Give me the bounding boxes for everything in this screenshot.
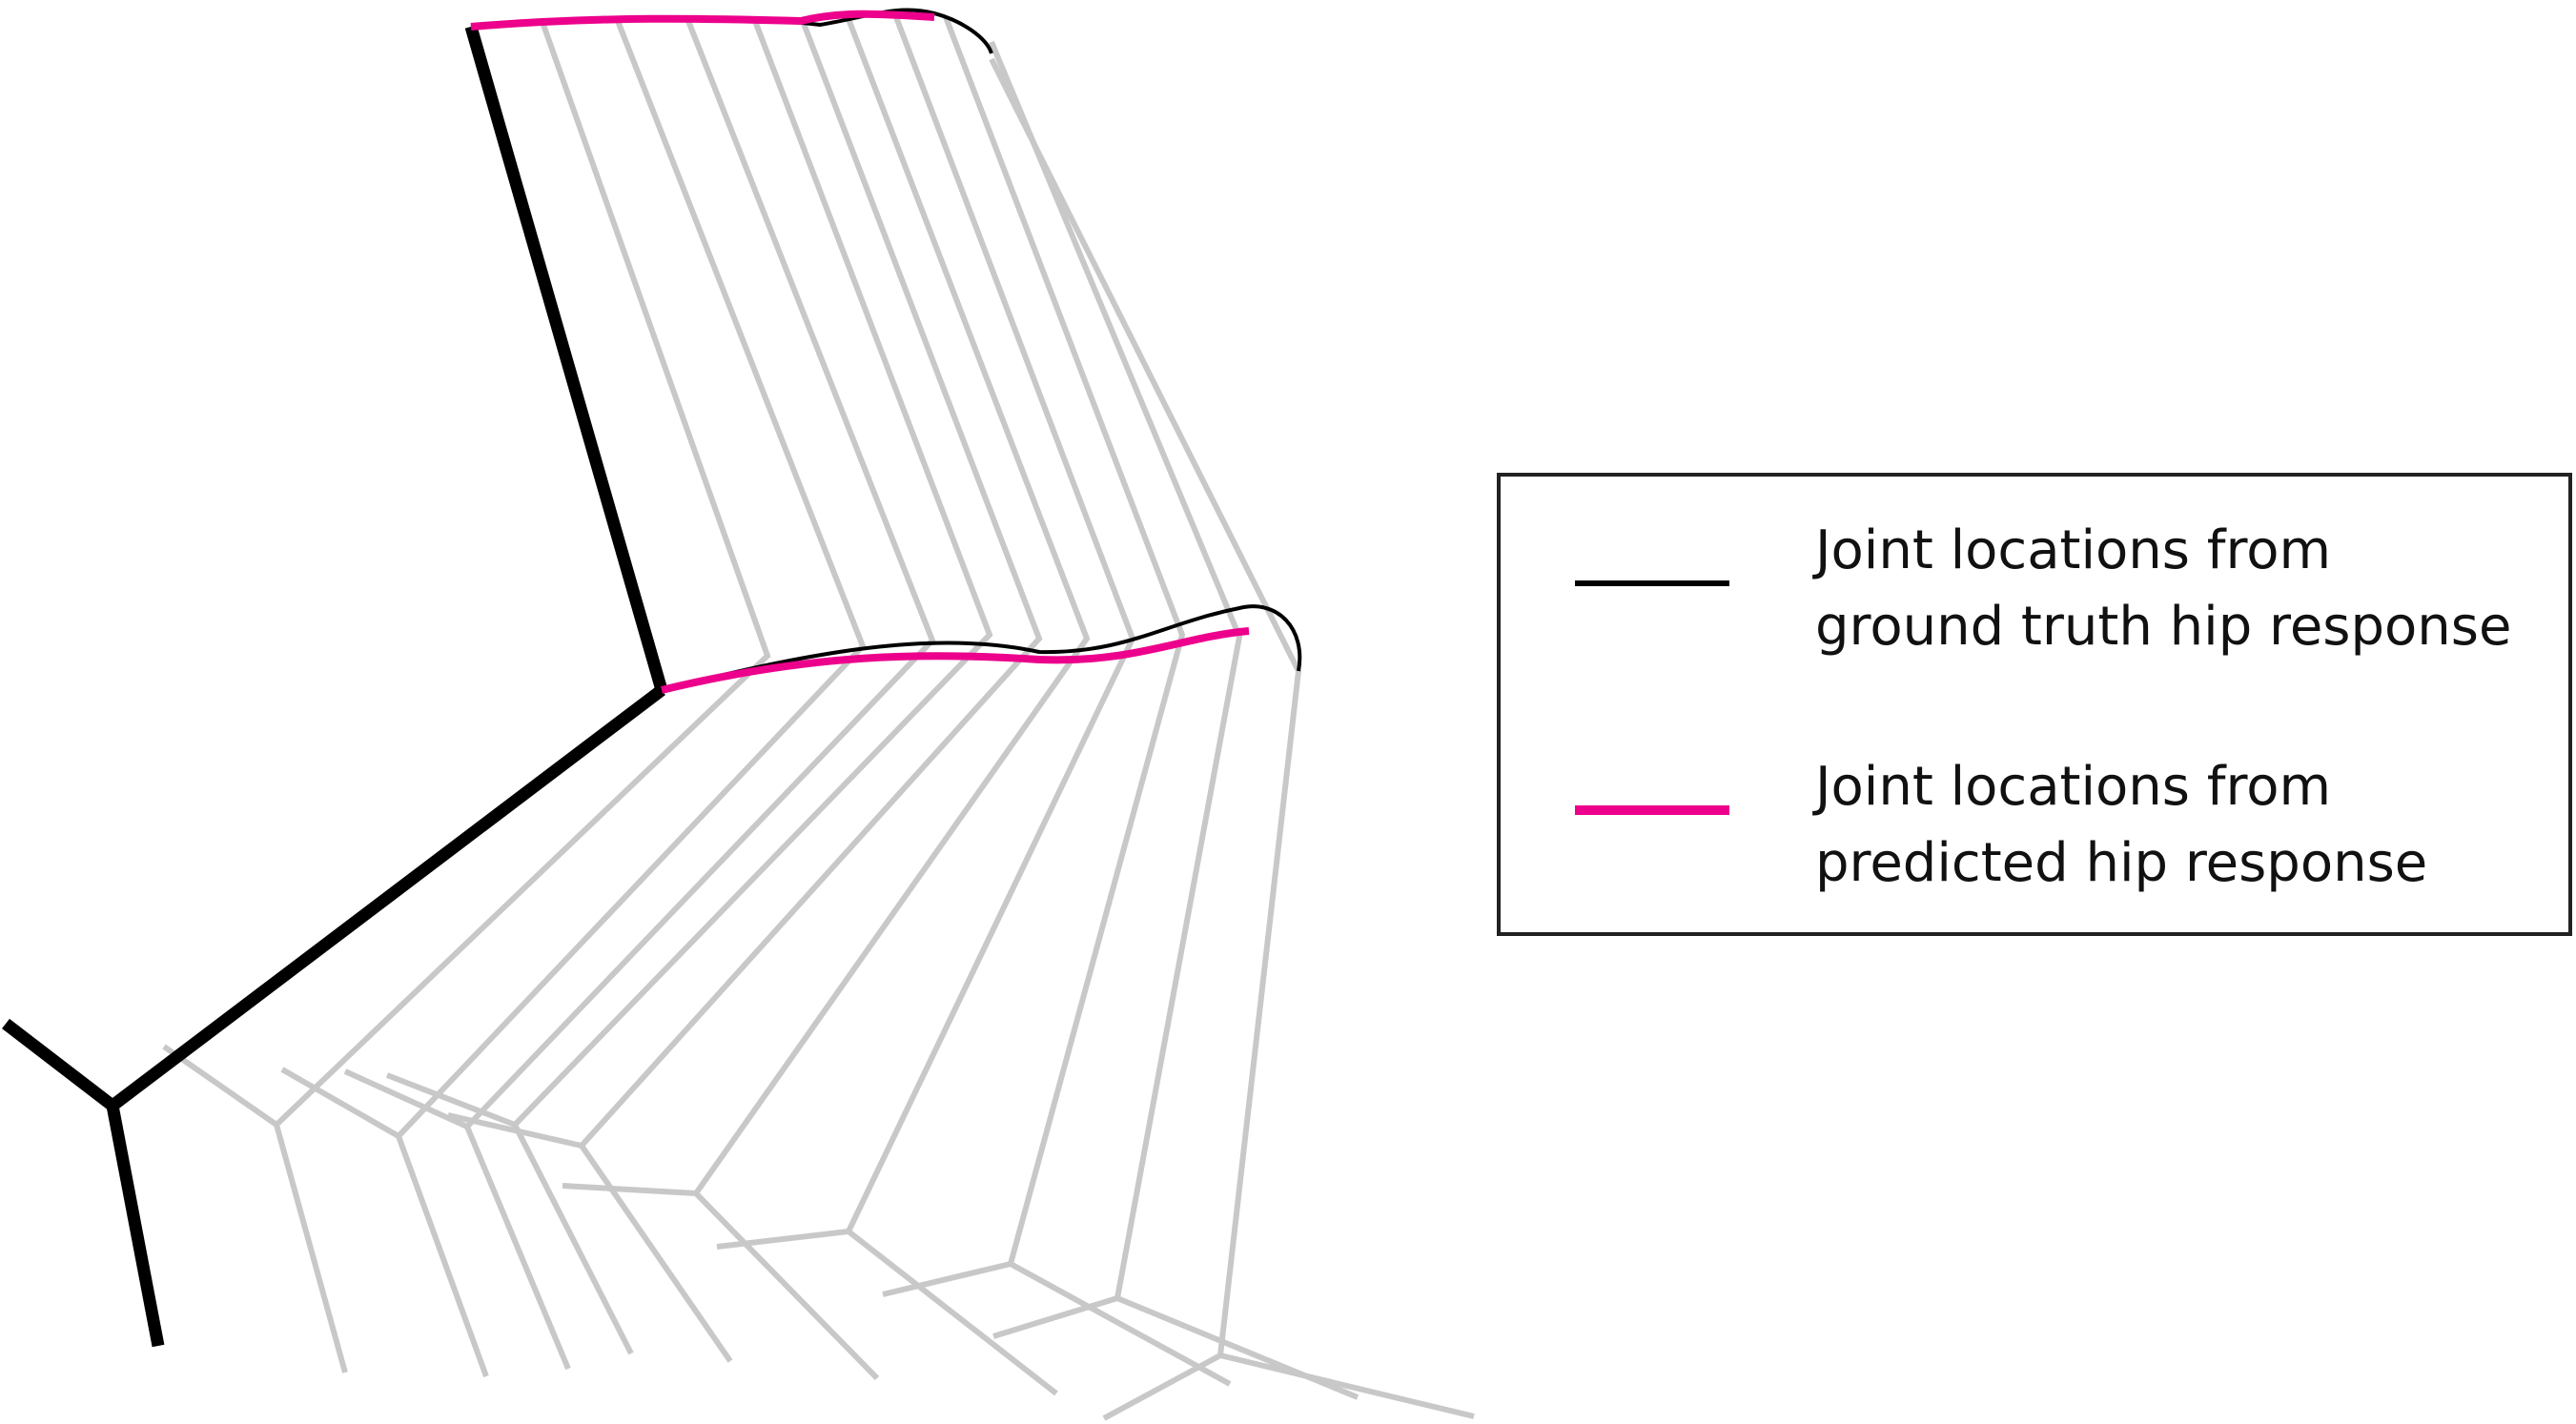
ghost-frame-2 bbox=[395, 19, 867, 1378]
ghost-frame-5-foot bbox=[447, 1112, 583, 1149]
ghost-frame-7 bbox=[845, 15, 1136, 1396]
ghost-frame-4-foot bbox=[385, 1072, 517, 1128]
foot-segment bbox=[106, 1104, 165, 1348]
ghost-frame-3-foot bbox=[343, 1068, 469, 1129]
ghost-frame-7-foot bbox=[716, 1229, 849, 1250]
ghost-frame-2-foot bbox=[280, 1067, 400, 1139]
shank-segment bbox=[109, 684, 665, 1111]
ghost-frame-6 bbox=[692, 17, 1091, 1381]
hip-trajectory-predicted bbox=[470, 10, 935, 31]
ghost-frame-8-foot bbox=[882, 1261, 1012, 1297]
current-leg-pose bbox=[2, 25, 668, 1348]
knee-trajectory-ground-truth bbox=[661, 604, 1302, 692]
thigh-segment bbox=[464, 25, 668, 692]
legend-label-ground-truth-line1: Joint locations from bbox=[1812, 519, 2331, 581]
ghost-frames bbox=[162, 15, 1475, 1421]
ghost-frame-9 bbox=[989, 40, 1360, 1400]
ghost-frame-6-foot bbox=[562, 1183, 697, 1196]
knee-trajectory-predicted bbox=[661, 627, 1250, 694]
ghost-frame-4 bbox=[511, 19, 993, 1355]
legend: Joint locations from ground truth hip re… bbox=[1497, 473, 2572, 936]
ghost-frame-10-foot bbox=[1102, 1353, 1222, 1421]
legend-label-ground-truth-line2: ground truth hip response bbox=[1815, 596, 2511, 658]
ghost-frame-9-foot bbox=[992, 1295, 1118, 1339]
ghost-frame-3 bbox=[463, 19, 936, 1371]
toe-segment bbox=[2, 1018, 116, 1111]
legend-box bbox=[1497, 473, 2572, 936]
ghost-frame-10 bbox=[989, 57, 1475, 1419]
legend-label-predicted-line1: Joint locations from bbox=[1812, 756, 2331, 818]
ghost-frame-8 bbox=[943, 15, 1232, 1387]
ghost-frame-1 bbox=[273, 23, 771, 1373]
legend-label-predicted-line2: predicted hip response bbox=[1815, 832, 2427, 894]
ghost-frame-5 bbox=[578, 19, 1043, 1363]
